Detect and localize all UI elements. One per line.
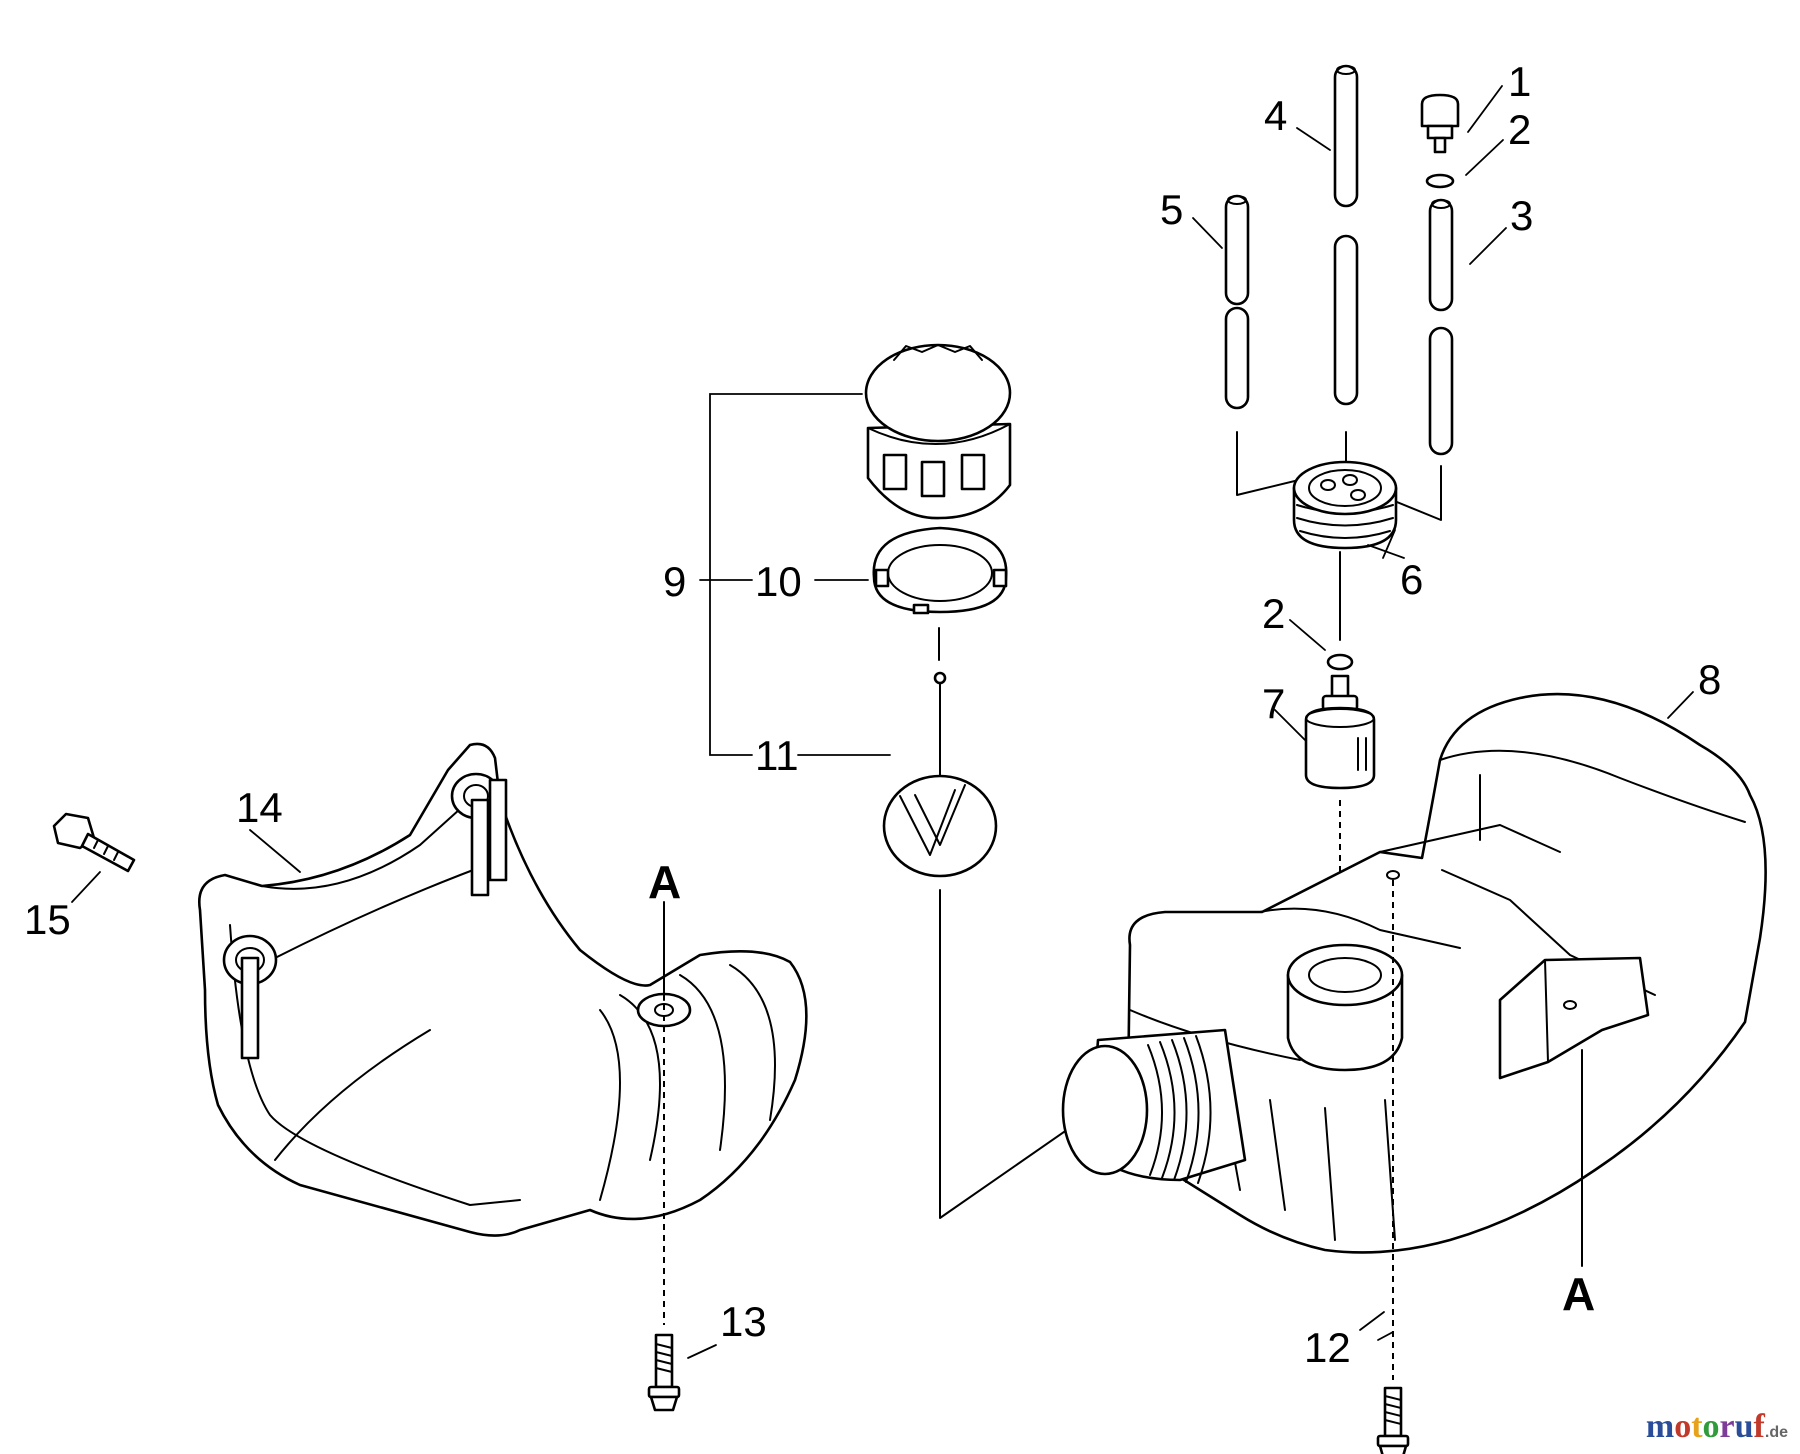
watermark-logo: motoruf.de — [1646, 1408, 1788, 1446]
label-4: 4 — [1264, 92, 1287, 139]
label-2-top: 2 — [1508, 106, 1531, 153]
fuel-hose-5 — [1224, 194, 1250, 410]
label-5: 5 — [1160, 186, 1183, 233]
primer-fitting-1 — [1420, 93, 1460, 154]
tank-guard-14 — [197, 742, 808, 1237]
fuel-hose-4 — [1333, 64, 1359, 406]
o-ring-2-top — [1425, 173, 1455, 189]
assembly-9-bracket — [699, 393, 891, 756]
watermark-letter: o — [1702, 1408, 1720, 1445]
watermark-letter: o — [1674, 1408, 1692, 1445]
bolt-13 — [647, 1333, 681, 1412]
label-6: 6 — [1400, 556, 1423, 603]
label-12: 12 — [1304, 1324, 1351, 1371]
label-2-lower: 2 — [1262, 590, 1285, 637]
ref-mark-A-right: A — [1562, 1268, 1595, 1320]
o-ring-2-lower — [1326, 653, 1354, 671]
watermark-letter: u — [1734, 1408, 1754, 1445]
label-13: 13 — [720, 1298, 767, 1345]
label-7: 7 — [1262, 680, 1285, 727]
watermark-domain: .de — [1764, 1424, 1788, 1441]
label-15: 15 — [24, 896, 71, 943]
cap-to-tank-line — [939, 889, 1111, 1219]
ref-mark-A-left: A — [648, 856, 681, 908]
fuel-filter-7 — [1304, 674, 1376, 790]
fuel-tank-8 — [1061, 692, 1767, 1254]
fuel-cap-9 — [864, 343, 1012, 520]
watermark-letter: t — [1691, 1408, 1703, 1445]
label-9: 9 — [663, 558, 686, 605]
cap-gasket-10 — [872, 526, 1008, 615]
watermark-letter: f — [1753, 1408, 1765, 1445]
label-11: 11 — [755, 732, 799, 779]
leader-lines — [71, 85, 1694, 1359]
watermark-letter: r — [1719, 1408, 1735, 1445]
bolt-12 — [1376, 1386, 1410, 1454]
label-10: 10 — [755, 558, 802, 605]
cap-strap-11 — [882, 671, 998, 878]
grommet-6 — [1292, 460, 1398, 550]
fuel-hose-3 — [1428, 198, 1454, 456]
bolt-15 — [52, 812, 136, 873]
part-labels: 1 2 3 4 5 6 2 7 8 9 10 11 12 13 14 15 A … — [24, 58, 1721, 1371]
label-8: 8 — [1698, 656, 1721, 703]
label-3: 3 — [1510, 192, 1533, 239]
label-14: 14 — [236, 784, 283, 831]
watermark-letter: m — [1645, 1408, 1675, 1445]
label-1: 1 — [1508, 58, 1531, 105]
